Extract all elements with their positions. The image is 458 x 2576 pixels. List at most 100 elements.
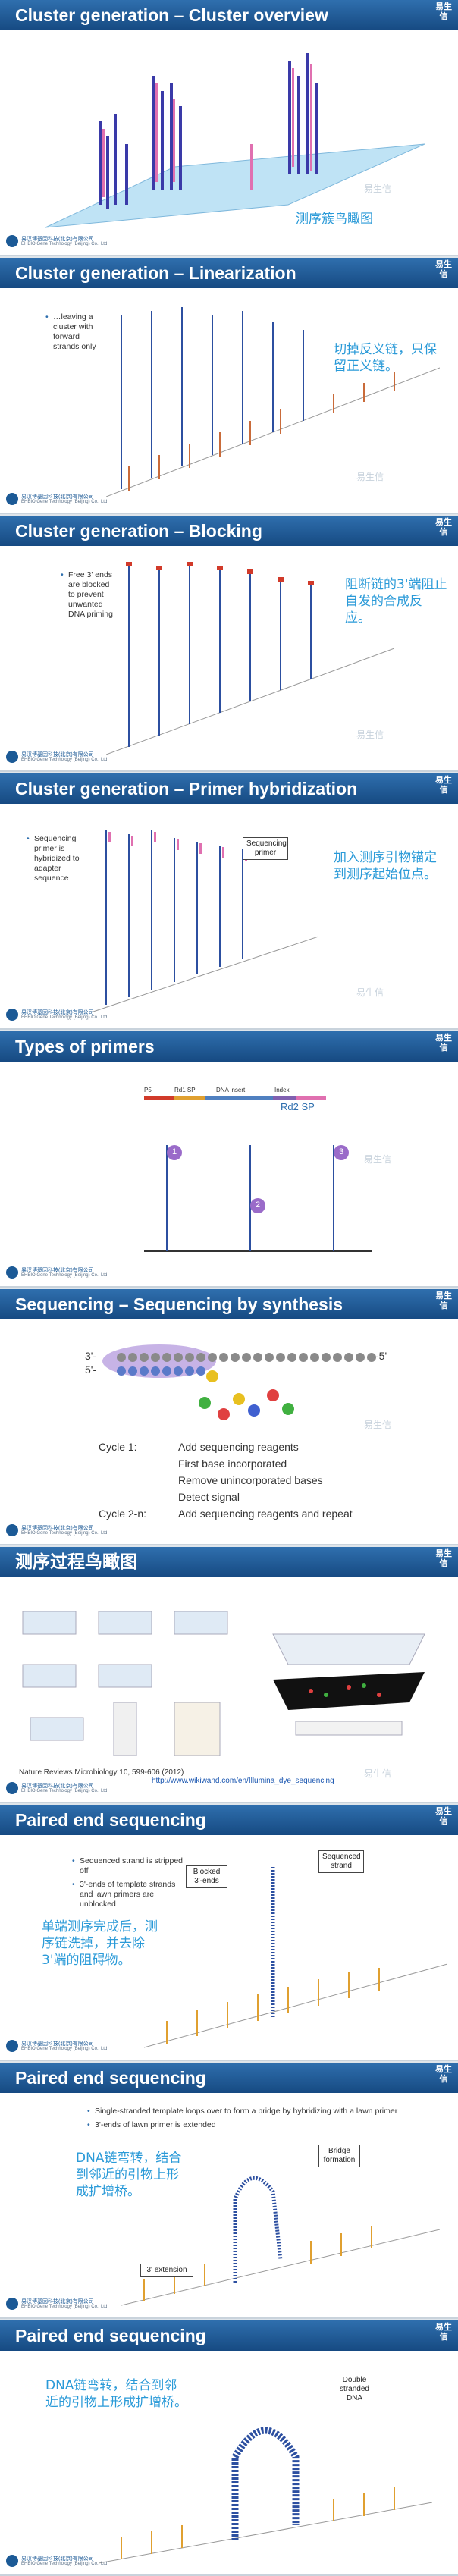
primer-number-2: 2 <box>256 1200 261 1210</box>
company-logo-icon <box>6 1009 18 1021</box>
side-logo: 易生信 <box>435 1807 452 1826</box>
side-logo: 易生信 <box>435 2 452 21</box>
side-logo: 易生信 <box>435 1034 452 1053</box>
blocked-ends-callout: Blocked 3'-ends <box>186 1865 227 1888</box>
process-figure-right <box>272 1633 425 1736</box>
bullet-item: …leaving a cluster with forward strands … <box>45 312 99 352</box>
cycle-1-step-1: Add sequencing reagents <box>178 1441 299 1453</box>
reference-link[interactable]: http://www.wikiwand.com/en/Illumina_dye_… <box>152 1777 334 1785</box>
side-logo: 易生信 <box>435 518 452 537</box>
bullet-list: Free 3' ends are blocked to prevent unwa… <box>61 570 114 623</box>
bridge-formation-callout: Bridge formation <box>318 2145 360 2167</box>
slide-note: 单端测序完成后，测序链洗掉，并去除3'端的阻碍物。 <box>42 1919 158 1968</box>
watermark: 易生信 <box>356 987 384 998</box>
bullet-list: Sequenced strand is stripped off 3'-ends… <box>72 1856 186 1913</box>
slide-title: Cluster generation – Primer hybridizatio… <box>0 773 458 804</box>
watermark: 易生信 <box>364 1768 392 1779</box>
side-logo: 易生信 <box>435 1549 452 1568</box>
bullet-list: Sequencing primer is hybridized to adapt… <box>27 834 87 887</box>
sbs-figure <box>102 1344 376 1420</box>
strand-3-label: 3'- <box>85 1350 97 1362</box>
company-logo-icon <box>6 1782 18 1794</box>
primer-number-1: 1 <box>172 1147 177 1156</box>
slide-title: Types of primers <box>0 1031 458 1062</box>
watermark: 易生信 <box>356 730 384 740</box>
side-logo: 易生信 <box>435 776 452 795</box>
company-logo-icon <box>6 235 18 247</box>
paired-end-figure-1 <box>144 1865 447 2048</box>
extension-callout: 3' extension <box>140 2264 193 2277</box>
blocking-figure <box>106 562 394 755</box>
side-logo: 易生信 <box>435 1291 452 1310</box>
slide-paired-end-2: Paired end sequencing 易生信 Single-strande… <box>0 2063 458 2319</box>
cycle-1-step-3: Remove unincorporated bases <box>178 1474 323 1486</box>
side-logo: 易生信 <box>435 2323 452 2342</box>
bullet-item: 3'-ends of lawn primer is extended <box>87 2120 406 2130</box>
strand-5-label: 5'- <box>85 1363 97 1376</box>
cluster-overview-figure <box>45 53 425 228</box>
slide-title: Cluster generation – Blocking <box>0 516 458 546</box>
bullet-list: …leaving a cluster with forward strands … <box>45 312 99 356</box>
primer-label-p5: P5 <box>144 1087 152 1093</box>
bullet-item: 3'-ends of template strands and lawn pri… <box>72 1880 186 1909</box>
cycle-2-step-1: Add sequencing reagents and repeat <box>178 1508 353 1520</box>
slide-title: Paired end sequencing <box>0 2320 458 2351</box>
company-logo-icon <box>6 2040 18 2052</box>
slide-note: DNA链弯转，结合到邻近的引物上形成扩增桥。 <box>45 2378 187 2410</box>
primer-number-3: 3 <box>339 1147 344 1156</box>
slide-types-of-primers: Types of primers 易生信 P5 Rd1 SP DNA inser… <box>0 1031 458 1288</box>
slide-paired-end-3: Paired end sequencing 易生信 Double strande… <box>0 2320 458 2576</box>
cycle-1-step-2: First base incorporated <box>178 1457 287 1470</box>
strand-end-label: -5' <box>375 1350 387 1362</box>
paired-end-figure-3 <box>99 2427 432 2564</box>
slide-note: 切掉反义链，只保留正义链。 <box>334 342 437 374</box>
slide-note: 阻断链的3'端阻止自发的合成反应。 <box>345 577 447 626</box>
slide-primer-hybridization: Cluster generation – Primer hybridizatio… <box>0 773 458 1030</box>
side-logo: 易生信 <box>435 260 452 279</box>
company-logo-icon <box>6 1524 18 1536</box>
slide-title: 测序过程鸟瞰图 <box>0 1547 458 1577</box>
cycle-1-label: Cycle 1: <box>99 1441 137 1453</box>
slide-title: Paired end sequencing <box>0 2063 458 2093</box>
slide-title: Cluster generation – Linearization <box>0 258 458 288</box>
sequencing-primer-callout: Sequencing primer <box>243 837 288 860</box>
watermark: 易生信 <box>364 184 392 194</box>
company-logo-icon <box>6 2555 18 2567</box>
side-logo: 易生信 <box>435 2065 452 2084</box>
primer-label-rd2: Rd2 SP <box>281 1101 315 1112</box>
slide-note: DNA链弯转，结合到邻近的引物上形成扩增桥。 <box>76 2151 182 2199</box>
slide-paired-end-1: Paired end sequencing 易生信 Sequenced stra… <box>0 1805 458 2061</box>
cycle-1-step-4: Detect signal <box>178 1491 240 1503</box>
slide-note: 加入测序引物锚定到测序起始位点。 <box>334 850 437 882</box>
primer-hybridization-figure <box>91 830 318 1013</box>
primer-label-rd1: Rd1 SP <box>174 1087 196 1093</box>
bullet-item: Sequencing primer is hybridized to adapt… <box>27 834 87 883</box>
slide-linearization: Cluster generation – Linearization 易生信 …… <box>0 258 458 514</box>
company-logo-icon <box>6 2298 18 2310</box>
citation: Nature Reviews Microbiology 10, 599-606 … <box>19 1768 184 1777</box>
watermark: 易生信 <box>364 1154 392 1165</box>
company-logo-icon <box>6 1266 18 1279</box>
slide-note: 测序簇鸟瞰图 <box>296 212 373 227</box>
slide-title: Cluster generation – Cluster overview <box>0 0 458 30</box>
bullet-item: Single-stranded template loops over to f… <box>87 2107 406 2116</box>
bullet-item: Free 3' ends are blocked to prevent unwa… <box>61 570 114 620</box>
primer-label-insert: DNA insert <box>216 1087 246 1093</box>
sequenced-strand-callout: Sequenced strand <box>318 1850 364 1873</box>
slide-title: Sequencing – Sequencing by synthesis <box>0 1289 458 1319</box>
slide-title: Paired end sequencing <box>0 1805 458 1835</box>
primer-strands-figure <box>144 1145 372 1252</box>
process-figure-left <box>22 1611 228 1756</box>
bullet-item: Sequenced strand is stripped off <box>72 1856 186 1876</box>
slide-sequencing-by-synthesis: Sequencing – Sequencing by synthesis 易生信… <box>0 1289 458 1545</box>
watermark: 易生信 <box>364 1420 392 1430</box>
double-stranded-callout: Double stranded DNA <box>334 2374 375 2405</box>
